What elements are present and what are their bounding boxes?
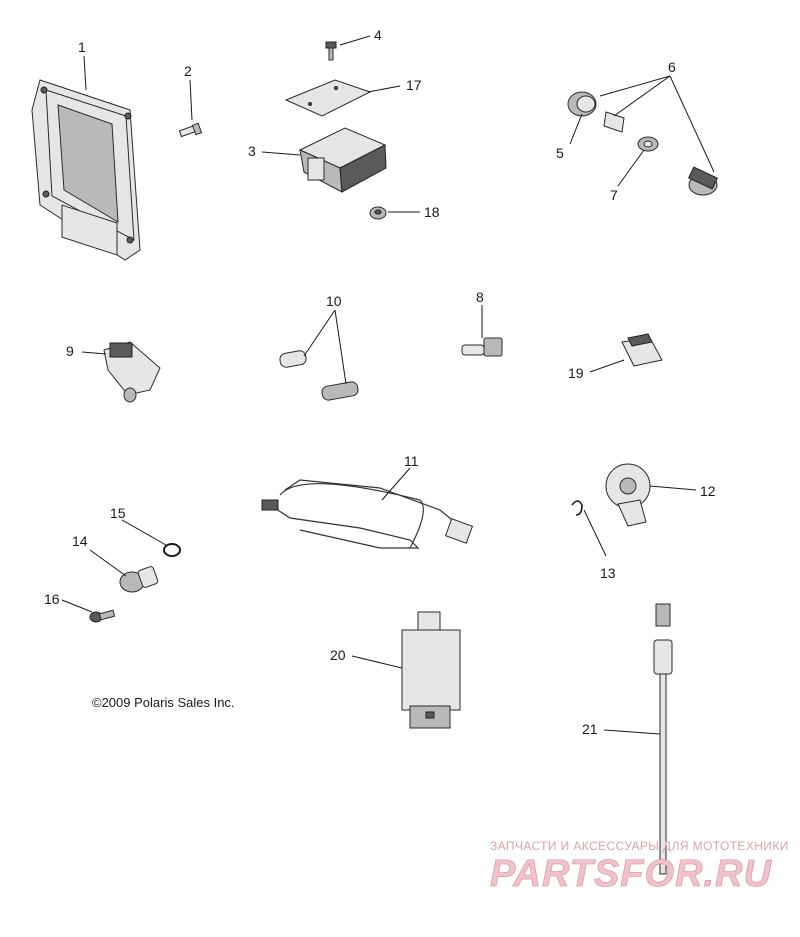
part-15-oring[interactable] (163, 543, 181, 557)
watermark-logo: PARTSFOR.RU (490, 853, 772, 895)
part-20-relay[interactable] (401, 611, 461, 729)
callout-19: 19 (568, 365, 584, 381)
callout-11: 11 (404, 453, 419, 469)
part-17-plate[interactable] (284, 79, 372, 117)
callout-6: 6 (668, 59, 676, 75)
part-16-bolt[interactable] (89, 609, 116, 623)
leader-lines (61, 35, 715, 735)
part-14-sensor[interactable] (119, 566, 159, 593)
callout-8: 8 (476, 289, 484, 305)
part-19-switch[interactable] (621, 333, 663, 367)
part-9-sensor[interactable] (103, 341, 161, 403)
callout-4: 4 (374, 27, 382, 43)
part-13-clip[interactable] (571, 500, 583, 516)
callout-labels: 1 2 3 4 5 6 7 8 9 10 11 12 13 14 15 16 1… (44, 27, 716, 737)
part-10-sensors[interactable] (279, 350, 359, 401)
callout-15: 15 (110, 505, 126, 521)
part-18-nut[interactable] (369, 206, 387, 220)
watermark: ЗАПЧАСТИ И АКСЕССУАРЫ ДЛЯ МОТОТЕХНИКИ PA… (490, 839, 789, 895)
callout-2: 2 (184, 63, 192, 79)
callout-17: 17 (406, 77, 422, 93)
part-4-screw[interactable] (325, 41, 337, 61)
callout-12: 12 (700, 483, 716, 499)
callout-16: 16 (44, 591, 60, 607)
callout-9: 9 (66, 343, 74, 359)
part-6-switch[interactable] (603, 111, 718, 196)
callout-13: 13 (600, 565, 616, 581)
callout-18: 18 (424, 204, 440, 220)
callout-20: 20 (330, 647, 346, 663)
part-21-probe[interactable] (653, 603, 673, 875)
part-5-cap[interactable] (567, 91, 597, 117)
callout-14: 14 (72, 533, 88, 549)
part-7-nut[interactable] (637, 136, 659, 152)
callout-1: 1 (78, 39, 86, 55)
part-8-sensor[interactable] (461, 337, 503, 357)
part-1-ecu[interactable] (31, 79, 141, 261)
part-2-bolt[interactable] (178, 122, 203, 138)
part-3-module[interactable] (298, 127, 387, 193)
callout-7: 7 (610, 187, 618, 203)
callout-21: 21 (582, 721, 598, 737)
callout-5: 5 (556, 145, 564, 161)
part-12-sensor[interactable] (605, 463, 651, 527)
callout-3: 3 (248, 143, 256, 159)
part-11-harness[interactable] (261, 479, 474, 549)
callout-10: 10 (326, 293, 342, 309)
watermark-tagline: ЗАПЧАСТИ И АКСЕССУАРЫ ДЛЯ МОТОТЕХНИКИ (490, 839, 789, 853)
copyright-text: ©2009 Polaris Sales Inc. (92, 695, 235, 710)
